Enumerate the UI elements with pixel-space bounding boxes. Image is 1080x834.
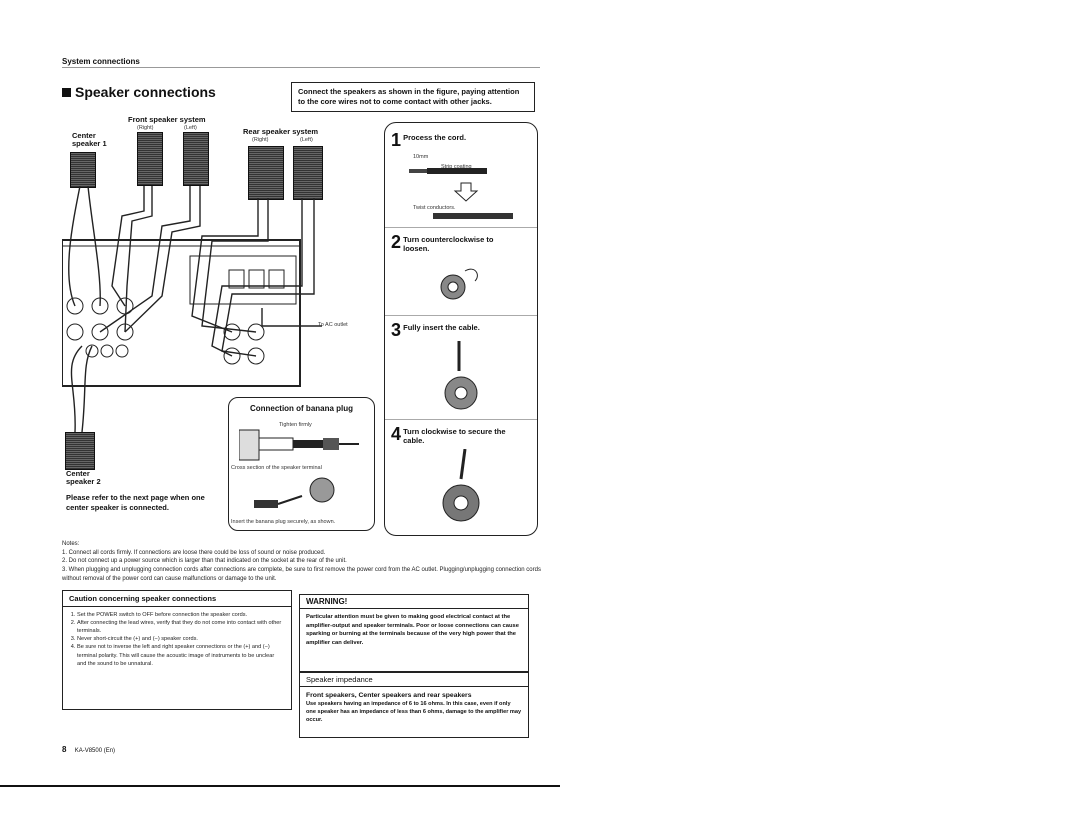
terminal-secure-icon [442,449,480,522]
terminal-loosen-icon [440,268,478,300]
cable-steps-box: 1 Process the cord. 10mm Strip coating T… [384,122,538,536]
tighten-label: Tighten firmly [279,422,312,428]
center-speaker-1-label: Center speaker 1 [72,131,107,149]
step-divider [385,419,537,420]
banana-plug-box: Connection of banana plug Tighten firmly… [228,397,375,531]
center-speaker-1 [70,152,96,188]
front-speaker-label: Front speaker system [128,115,206,124]
banana-title: Connection of banana plug [249,404,354,413]
front-speaker-left [183,132,209,186]
cable-insert-icon [444,341,478,410]
step-1-strip: Strip coating [441,164,472,170]
caution-box: Caution concerning speaker connections S… [62,590,292,710]
page-number: 8 [62,745,67,754]
warning-text: Particular attention must be given to ma… [306,614,519,647]
step-3-text: Fully insert the cable. [403,323,480,332]
step-4-number: 4 [391,424,402,444]
step-1-twist: Twist conductors. [413,205,456,211]
caution-item: Set the POWER switch to OFF before conne… [77,611,291,619]
impedance-title: Speaker impedance [300,673,528,687]
cross-section-label: Cross section of the speaker terminal [231,465,322,471]
banana-cross-section-icon [239,429,359,461]
banana-plug-icon [254,477,335,508]
intro-box: Connect the speakers as shown in the fig… [291,82,535,113]
center-speaker-2-label: Center speaker 2 [66,469,101,487]
step-1-number: 1 [391,130,402,150]
section-header: System connections [62,57,140,66]
rear-speaker-left [293,146,323,200]
step-1-text: Process the cord. [403,133,467,142]
impedance-subtitle: Front speakers, Center speakers and rear… [306,692,472,699]
page-title-text: Speaker connections [75,84,216,100]
bullet-square-icon [62,87,71,97]
impedance-box: Speaker impedance Front speakers, Center… [299,672,529,738]
impedance-text: Use speakers having an impedance of 6 to… [306,701,522,724]
rear-right-label: (Right) [252,137,269,143]
model-code: KA-V8500 (En) [74,748,116,754]
front-speaker-right [137,132,163,186]
page-title: Speaker connections [62,84,216,100]
step-divider [385,227,537,228]
step-3: 3 Fully insert the cable. [391,321,533,339]
to-ac-outlet-label: To AC outlet [318,322,348,328]
rear-speaker-right [248,146,284,200]
connection-diagram [62,186,322,433]
step-4: 4 Turn clockwise to secure the cable. [391,425,533,445]
step-1: 1 Process the cord. [391,131,533,149]
notes-section: Notes: 1. Connect all cords firmly. If c… [62,540,542,583]
step-3-number: 3 [391,320,402,340]
step-2-text: Turn counterclockwise to loosen. [403,235,494,253]
refer-note: Please refer to the next page when one c… [66,493,205,513]
header-rule [62,67,540,68]
center-speaker-2 [65,432,95,470]
rear-left-label: (Left) [300,137,313,143]
step-2-number: 2 [391,232,402,252]
step-1-length: 10mm [413,154,429,160]
bottom-rule [0,785,560,787]
insert-label: Insert the banana plug securely, as show… [231,519,336,525]
front-left-label: (Left) [184,125,197,131]
rear-speaker-label: Rear speaker system [243,127,319,136]
caution-title: Caution concerning speaker connections [63,591,291,607]
warning-title: WARNING! [300,595,528,609]
step-2: 2 Turn counterclockwise to loosen. [391,233,533,253]
step-4-text: Turn clockwise to secure the cable. [403,427,506,445]
caution-item: After connecting the lead wires, verify … [77,619,291,635]
note-item: 3. When plugging and unplugging connecti… [62,567,541,582]
caution-list: Set the POWER switch to OFF before conne… [63,611,291,668]
notes-heading: Notes: [62,541,80,547]
step-divider [385,315,537,316]
front-right-label: (Right) [137,125,154,131]
cord-strip-icon [409,168,513,219]
warning-box: WARNING! Particular attention must be gi… [299,594,529,672]
page-footer: 8 KA-V8500 (En) [62,745,115,754]
caution-item: Never short-circuit the (+) and (−) spea… [77,635,291,643]
note-item: 2. Do not connect up a power source whic… [62,558,347,565]
note-item: 1. Connect all cords firmly. If connecti… [62,549,326,556]
caution-item: Be sure not to inverse the left and righ… [77,643,291,667]
